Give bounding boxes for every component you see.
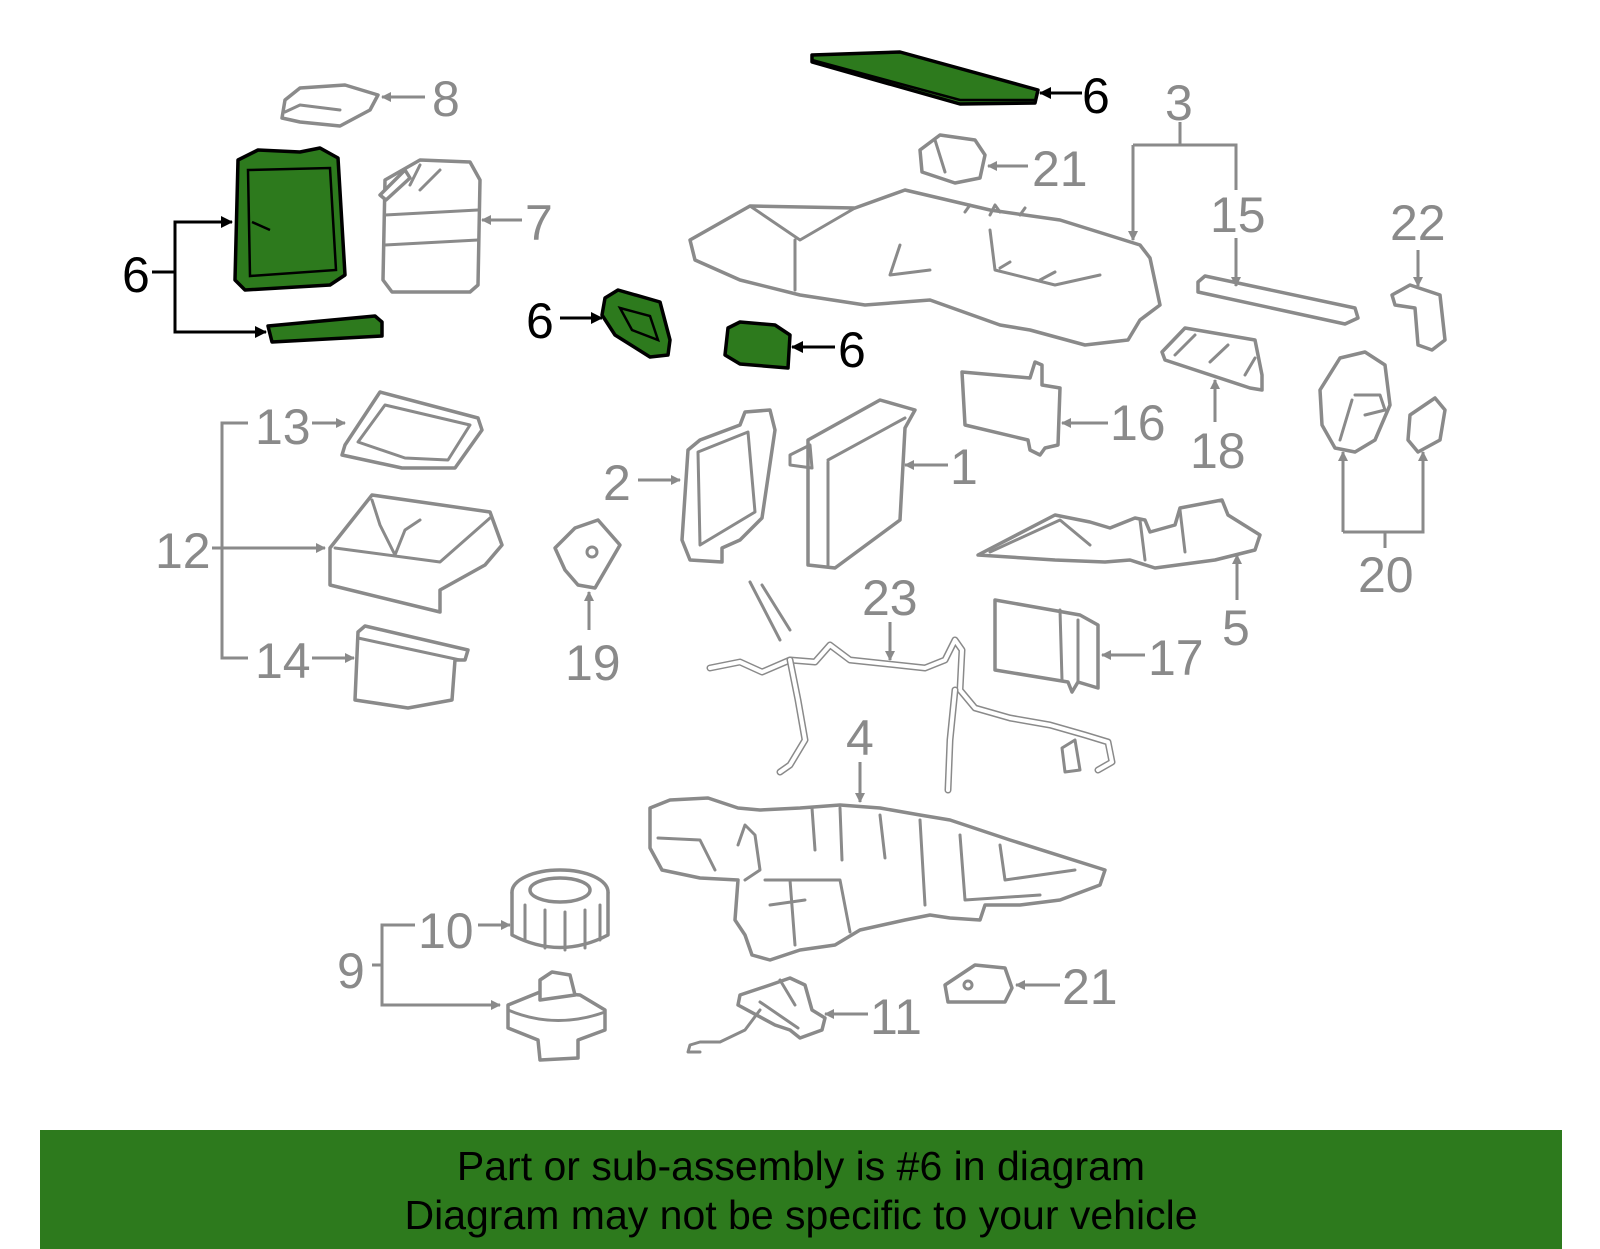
part-21-actuator-bottom[interactable] <box>943 963 1014 1004</box>
part-14-filter-cover[interactable] <box>353 624 470 710</box>
label-10: 10 <box>418 903 474 959</box>
part-6-strip-seal[interactable] <box>266 314 384 344</box>
callout-3: 3 <box>1128 75 1238 241</box>
part-20-actuator-motor[interactable] <box>1318 350 1392 454</box>
callout-5: 5 <box>1222 554 1250 656</box>
callout-6-oval: 6 <box>791 322 866 378</box>
part-5-duct[interactable] <box>976 498 1262 570</box>
label-3: 3 <box>1165 75 1193 131</box>
label-6-grommet: 6 <box>526 293 554 349</box>
label-9: 9 <box>337 943 365 999</box>
label-5: 5 <box>1222 600 1250 656</box>
callout-11: 11 <box>824 989 922 1045</box>
callout-9-10: 9 10 <box>337 903 511 1010</box>
part-19-bracket[interactable] <box>553 518 622 590</box>
part-6-top-seal[interactable] <box>810 50 1040 106</box>
label-2: 2 <box>603 455 631 511</box>
label-16: 16 <box>1110 395 1166 451</box>
callout-21-bottom: 21 <box>1015 959 1118 1015</box>
part-12-filter-housing[interactable] <box>328 493 504 614</box>
callout-6-top: 6 <box>1039 68 1110 124</box>
part-8-cover[interactable] <box>280 83 380 128</box>
part-22-bracket[interactable] <box>1390 283 1447 352</box>
label-4: 4 <box>846 710 874 766</box>
callout-2: 2 <box>603 455 681 511</box>
part-6-oval-seal[interactable] <box>723 320 792 370</box>
label-21-top: 21 <box>1032 141 1088 197</box>
label-20: 20 <box>1358 547 1414 603</box>
callout-16: 16 <box>1061 395 1166 451</box>
part-6-gasket-large[interactable] <box>233 146 347 292</box>
part-2-frame[interactable] <box>680 408 777 564</box>
label-23: 23 <box>862 570 918 626</box>
part-13-filter[interactable] <box>340 390 484 470</box>
callout-19: 19 <box>565 591 621 691</box>
label-6-left: 6 <box>122 247 150 303</box>
callout-6-left: 6 <box>122 216 267 338</box>
callout-6-grommet: 6 <box>526 293 603 349</box>
label-18: 18 <box>1190 423 1246 479</box>
part-11-resistor[interactable] <box>686 976 827 1054</box>
label-17: 17 <box>1148 630 1204 686</box>
callout-22: 22 <box>1390 195 1446 287</box>
label-13: 13 <box>255 399 311 455</box>
label-6-oval: 6 <box>838 322 866 378</box>
part-17-door[interactable] <box>993 598 1100 694</box>
parts-diagram: 8 6 7 6 21 <box>122 50 1447 1062</box>
label-6-top: 6 <box>1082 68 1110 124</box>
label-15: 15 <box>1210 187 1266 243</box>
label-11: 11 <box>870 989 922 1045</box>
part-1-evaporator[interactable] <box>788 398 917 570</box>
label-12: 12 <box>155 523 211 579</box>
part-18-vent-door[interactable] <box>1160 326 1264 392</box>
callout-23: 23 <box>862 570 918 661</box>
part-7-heater-core[interactable] <box>378 158 482 294</box>
callout-12-13-14: 13 12 14 <box>155 399 355 689</box>
part-23-wiring-harness[interactable] <box>706 580 1116 794</box>
part-4-lower-case[interactable] <box>648 796 1107 962</box>
part-16-plate[interactable] <box>960 360 1062 457</box>
callout-8: 8 <box>381 71 460 127</box>
part-9-blower-motor[interactable] <box>506 970 607 1062</box>
banner-line-disclaimer: Diagram may not be specific to your vehi… <box>404 1192 1198 1238</box>
part-10-blower-wheel[interactable] <box>510 868 610 952</box>
label-14: 14 <box>255 633 311 689</box>
part-15-strip[interactable] <box>1196 274 1360 326</box>
label-1: 1 <box>950 439 978 495</box>
info-banner: Part or sub-assembly is #6 in diagram Di… <box>40 1130 1562 1249</box>
label-22: 22 <box>1390 195 1446 251</box>
label-21-bottom: 21 <box>1062 959 1118 1015</box>
callout-20: 20 <box>1338 451 1428 603</box>
label-8: 8 <box>432 71 460 127</box>
callout-15: 15 <box>1210 187 1266 287</box>
callout-18: 18 <box>1190 379 1246 479</box>
callout-17: 17 <box>1101 630 1204 686</box>
label-19: 19 <box>565 635 621 691</box>
part-3-upper-case[interactable] <box>688 188 1162 347</box>
banner-line-part: Part or sub-assembly is #6 in diagram <box>456 1143 1146 1189</box>
callout-1: 1 <box>904 439 978 495</box>
callout-21-top: 21 <box>987 141 1088 197</box>
part-6-grommet[interactable] <box>600 288 672 359</box>
callout-7: 7 <box>481 195 553 251</box>
label-7: 7 <box>525 195 553 251</box>
part-21-actuator-top[interactable] <box>918 133 987 185</box>
part-20-small-piece[interactable] <box>1406 396 1447 454</box>
callout-4: 4 <box>846 710 874 803</box>
